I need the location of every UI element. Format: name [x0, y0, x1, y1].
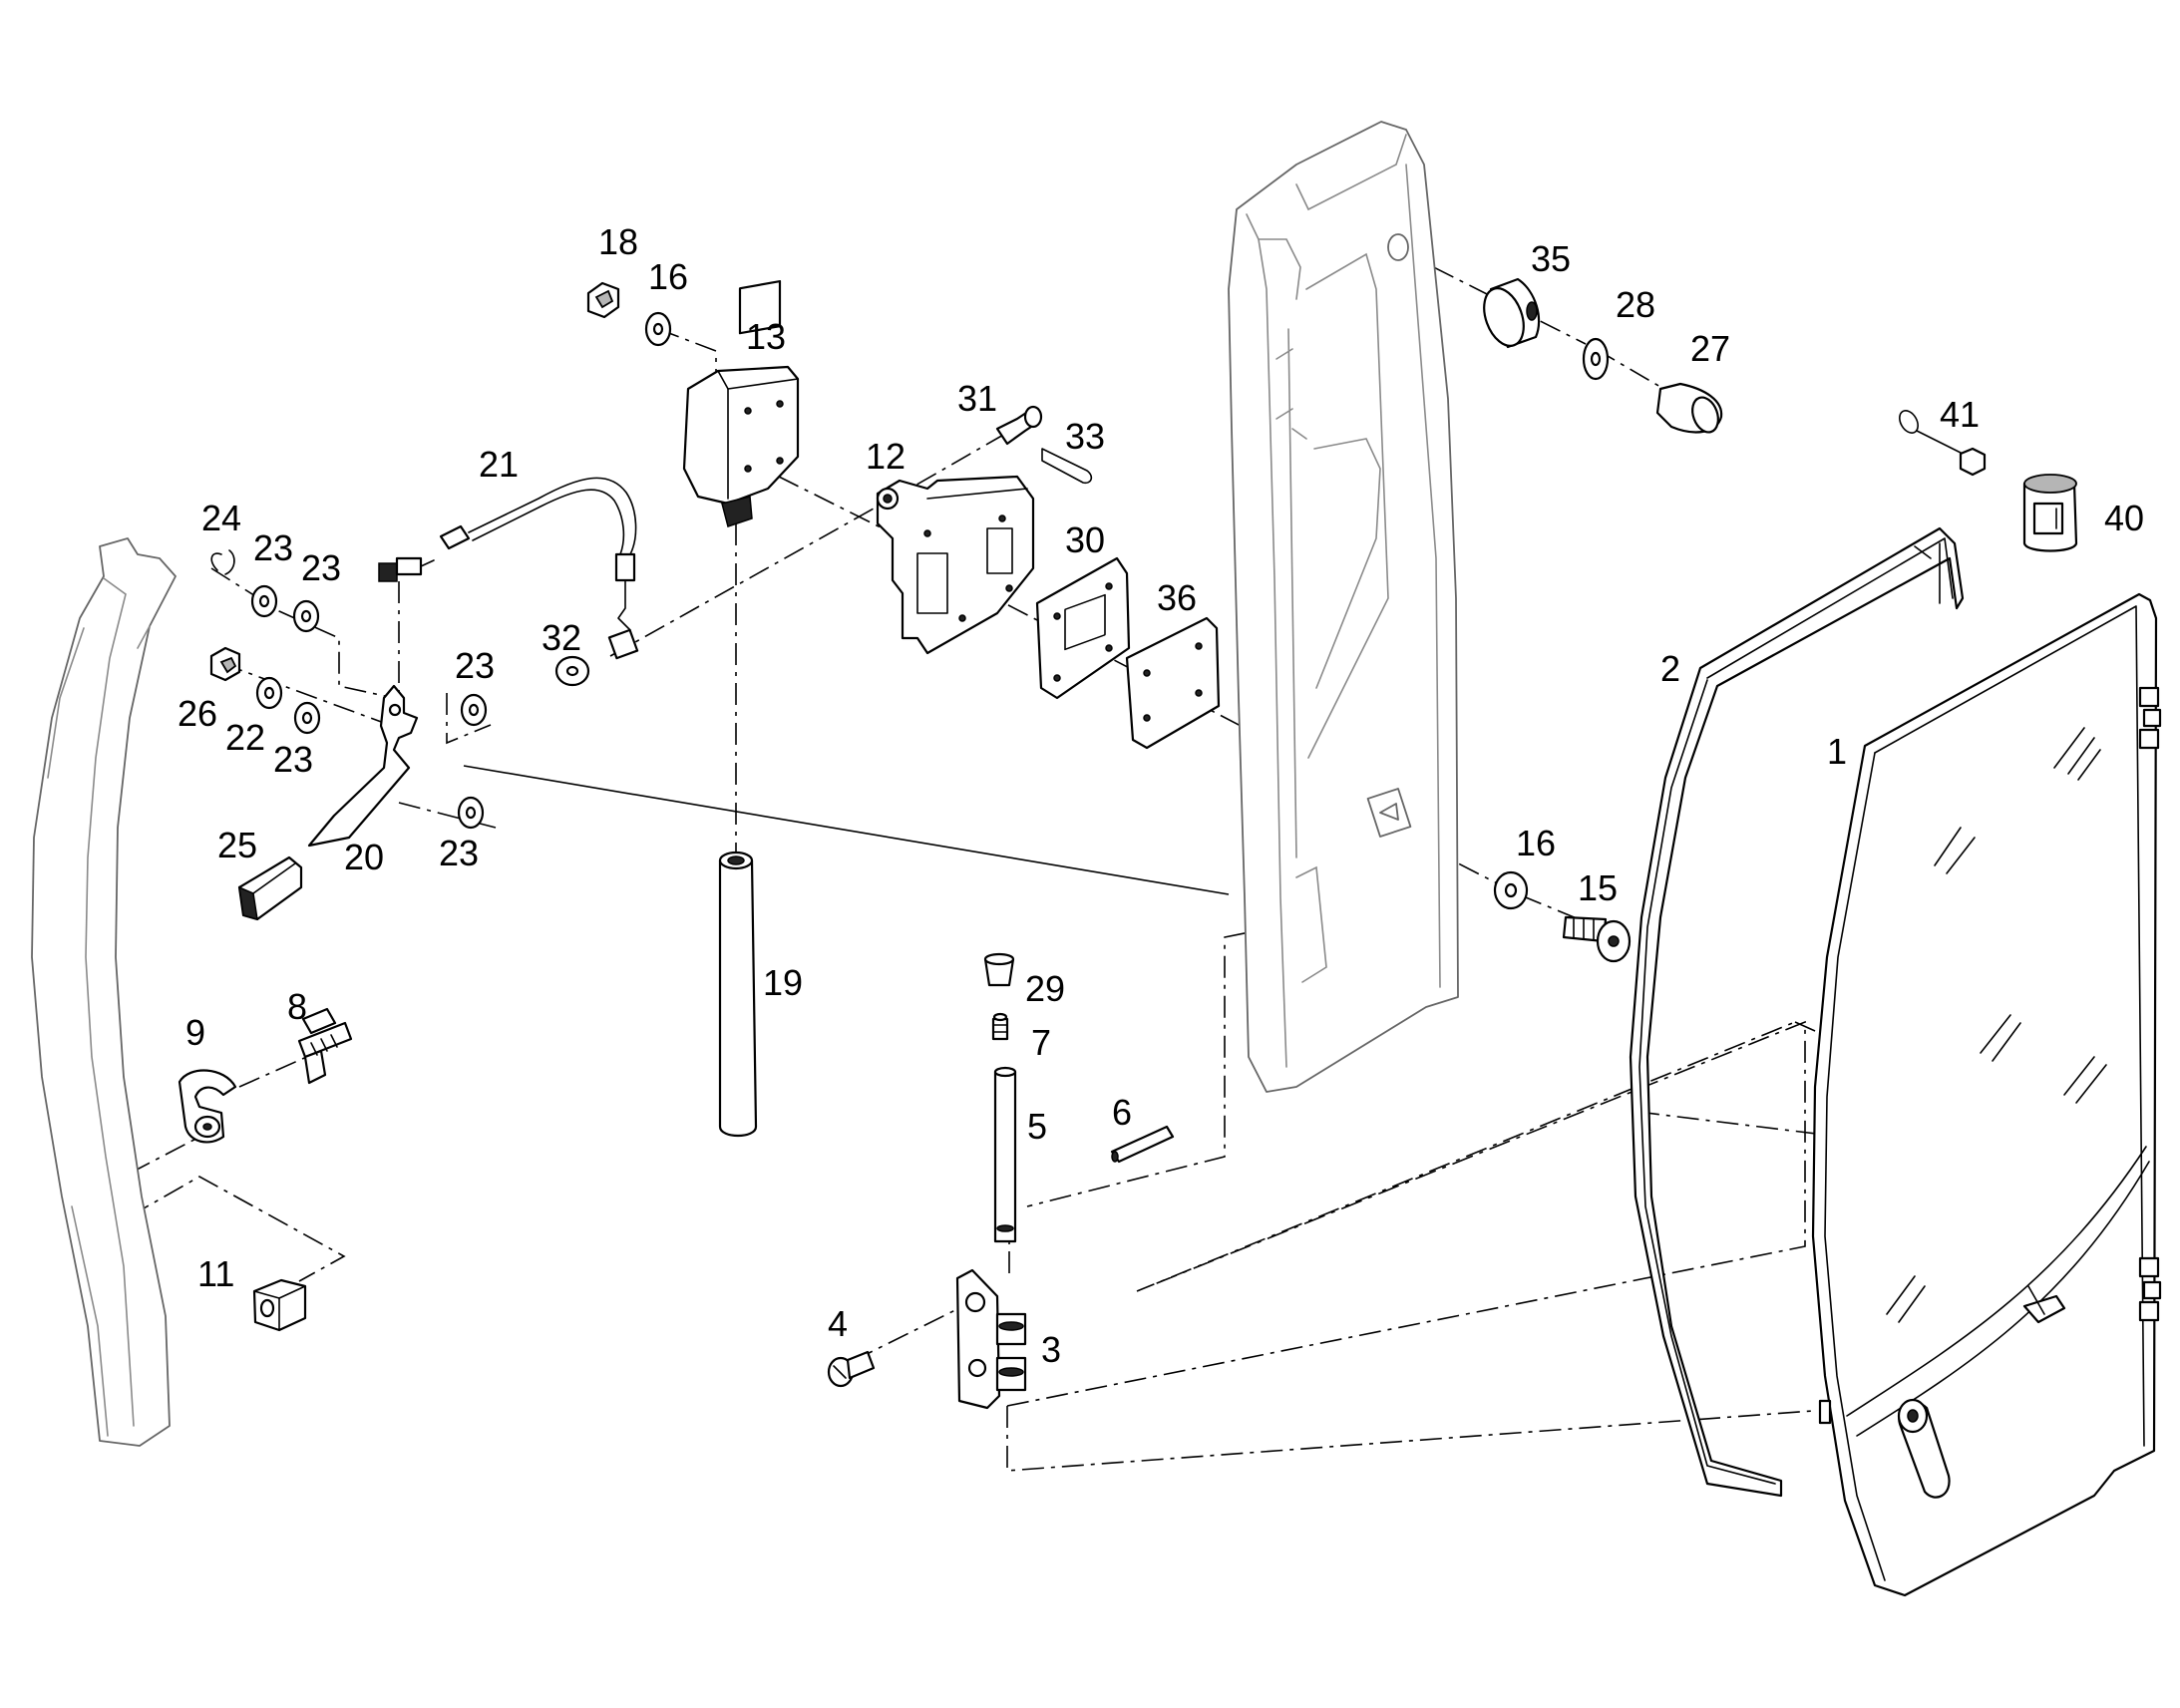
part-25-knob — [237, 855, 303, 921]
callout-labels: 18 16 13 31 33 12 21 30 36 24 23 23 32 2… — [178, 221, 2144, 1370]
part-18-nut — [586, 281, 620, 319]
part-8-threaded-stud — [297, 1007, 353, 1085]
part-12-latch-plate — [876, 475, 1035, 655]
callout-11: 11 — [197, 1253, 234, 1294]
callout-20: 20 — [344, 837, 384, 877]
callout-6: 6 — [1112, 1092, 1132, 1133]
part-29-cap — [983, 952, 1015, 987]
part-5-hinge-pin — [993, 1066, 1017, 1243]
callout-23-a: 23 — [253, 527, 293, 568]
callout-16-top: 16 — [648, 256, 688, 297]
callout-12: 12 — [866, 436, 906, 477]
callout-2: 2 — [1660, 648, 1680, 689]
part-40-cylinder — [2022, 474, 2078, 552]
part-27-stopper — [1655, 382, 1723, 434]
callout-23-e: 23 — [439, 833, 479, 873]
callout-13: 13 — [746, 316, 786, 357]
callout-28: 28 — [1616, 284, 1655, 325]
callout-27: 27 — [1690, 328, 1730, 369]
part-23-washer-d — [460, 693, 488, 727]
part-31-pin — [995, 405, 1043, 446]
part-33-cotter-pin — [1041, 448, 1093, 485]
part-28-washer — [1582, 337, 1610, 381]
callout-19: 19 — [763, 962, 803, 1003]
part-32-washer — [554, 655, 590, 687]
part-23-washer-b — [292, 599, 320, 633]
callout-15: 15 — [1578, 867, 1618, 908]
callout-16-right: 16 — [1516, 823, 1556, 863]
part-24-clip — [210, 549, 235, 575]
callout-23-b: 23 — [301, 547, 341, 588]
callout-33: 33 — [1065, 416, 1105, 457]
part-7-grease-nipple — [991, 1012, 1009, 1041]
callout-41: 41 — [1940, 394, 1980, 435]
callout-21: 21 — [479, 444, 519, 485]
part-30-gasket — [1035, 556, 1131, 700]
callout-4: 4 — [828, 1303, 848, 1344]
part-11-square-nut — [252, 1278, 307, 1332]
part-6-pin — [1110, 1125, 1175, 1164]
callout-23-d: 23 — [273, 739, 313, 780]
callout-7: 7 — [1031, 1022, 1051, 1063]
callout-30: 30 — [1065, 519, 1105, 560]
part-1-door — [1811, 592, 2162, 1597]
callout-32: 32 — [542, 617, 581, 658]
callout-40: 40 — [2104, 498, 2144, 538]
callout-29: 29 — [1025, 968, 1065, 1009]
part-35-rubber-bumper — [1483, 277, 1541, 349]
part-13-bracket — [682, 279, 800, 527]
callout-1: 1 — [1827, 731, 1847, 772]
part-4-screw — [827, 1350, 876, 1388]
part-20-lever — [307, 684, 419, 848]
callout-22: 22 — [225, 717, 265, 758]
part-9-clip — [178, 1069, 237, 1144]
connector-plug — [378, 556, 435, 703]
part-19-rod — [718, 851, 758, 1138]
part-23-washer-c — [293, 701, 321, 735]
part-36-plate — [1125, 616, 1221, 750]
cab-pillar — [1228, 121, 1459, 1093]
callout-31: 31 — [957, 378, 997, 419]
part-23-washer-e — [457, 796, 485, 830]
callout-24: 24 — [201, 498, 241, 538]
part-23-washer-a — [250, 584, 278, 618]
part-22-washer — [255, 676, 283, 710]
callout-9: 9 — [185, 1012, 205, 1053]
callout-23-c: 23 — [455, 645, 495, 686]
callout-5: 5 — [1027, 1106, 1047, 1147]
part-2-door-seal — [1629, 526, 1965, 1498]
callout-35: 35 — [1531, 238, 1571, 279]
part-21-cable — [439, 477, 639, 660]
callout-3: 3 — [1041, 1329, 1061, 1370]
callout-8: 8 — [287, 986, 307, 1027]
callout-36: 36 — [1157, 577, 1197, 618]
callout-18: 18 — [598, 221, 638, 262]
callout-25: 25 — [217, 825, 257, 865]
part-26-nut — [209, 646, 241, 682]
part-3-hinge — [955, 1268, 1027, 1410]
part-16-washer-a — [644, 311, 672, 347]
part-41-cord — [1899, 410, 1987, 477]
part-15-bolt — [1562, 915, 1632, 963]
callout-26: 26 — [178, 693, 217, 734]
door-seal-rail — [31, 537, 177, 1447]
part-16-washer-b — [1493, 870, 1529, 910]
